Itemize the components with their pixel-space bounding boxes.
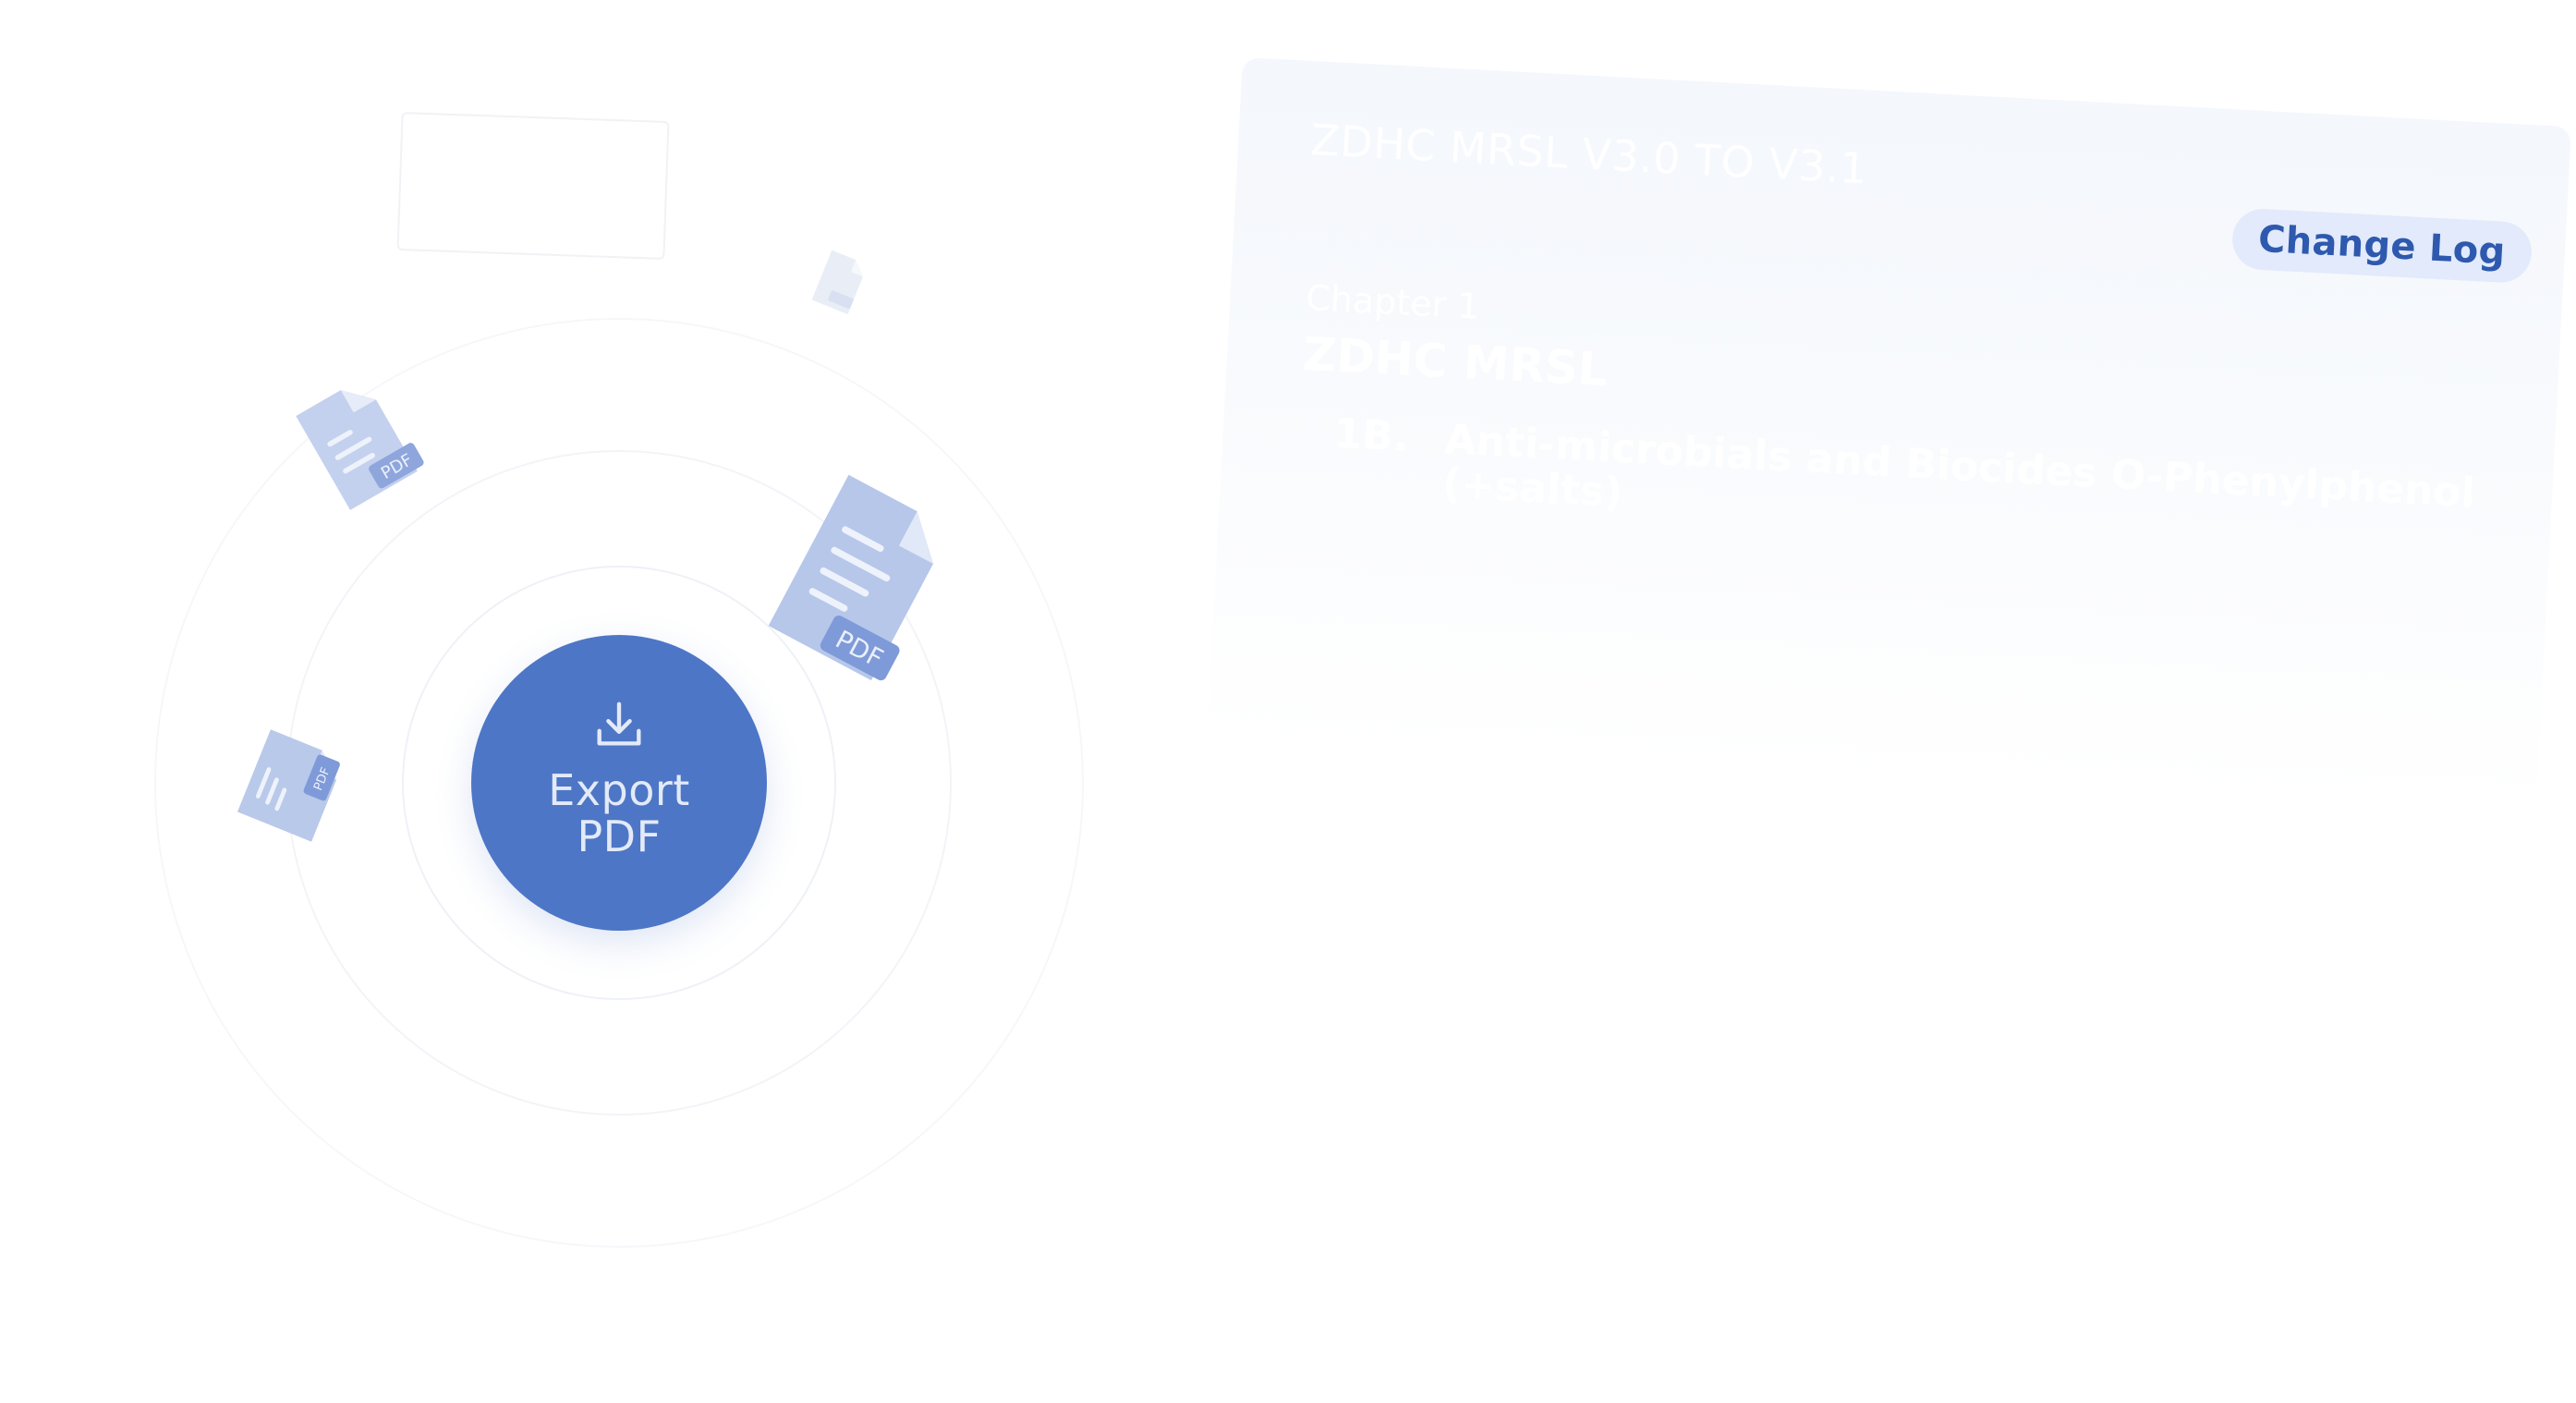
item-number: 1B. (1332, 409, 1410, 461)
document-preview-card: ZDHC MRSL V3.0 TO V3.1 Change Log Chapte… (1207, 57, 2572, 811)
export-label-line1: Export (548, 765, 690, 815)
chapter-label: Chapter 1 (1305, 276, 1481, 327)
pdf-file-icon-tiny (811, 250, 864, 315)
document-title: ZDHC MRSL V3.0 TO V3.1 (1309, 115, 1869, 194)
download-icon (597, 702, 641, 746)
list-item: 1B. Anti-microbials and Biocides O-Pheny… (1331, 409, 2479, 561)
pdf-file-icon-small: PDF (237, 729, 340, 842)
change-log-button[interactable]: Change Log (2230, 207, 2533, 285)
ghost-card (396, 111, 670, 261)
orbit-ring-inner (402, 566, 836, 1000)
pdf-file-icon-large: PDF (768, 474, 933, 681)
faint-content-line (1305, 579, 1323, 638)
orbit-ring-outer (154, 318, 1084, 1248)
item-text: Anti-microbials and Biocides O-Phenylphe… (1440, 416, 2476, 518)
pdf-file-icon: PDF (296, 390, 424, 510)
export-label-line2: PDF (577, 811, 662, 861)
export-pdf-button[interactable]: Export PDF (471, 635, 767, 931)
chapter-title: ZDHC MRSL (1301, 326, 1610, 397)
